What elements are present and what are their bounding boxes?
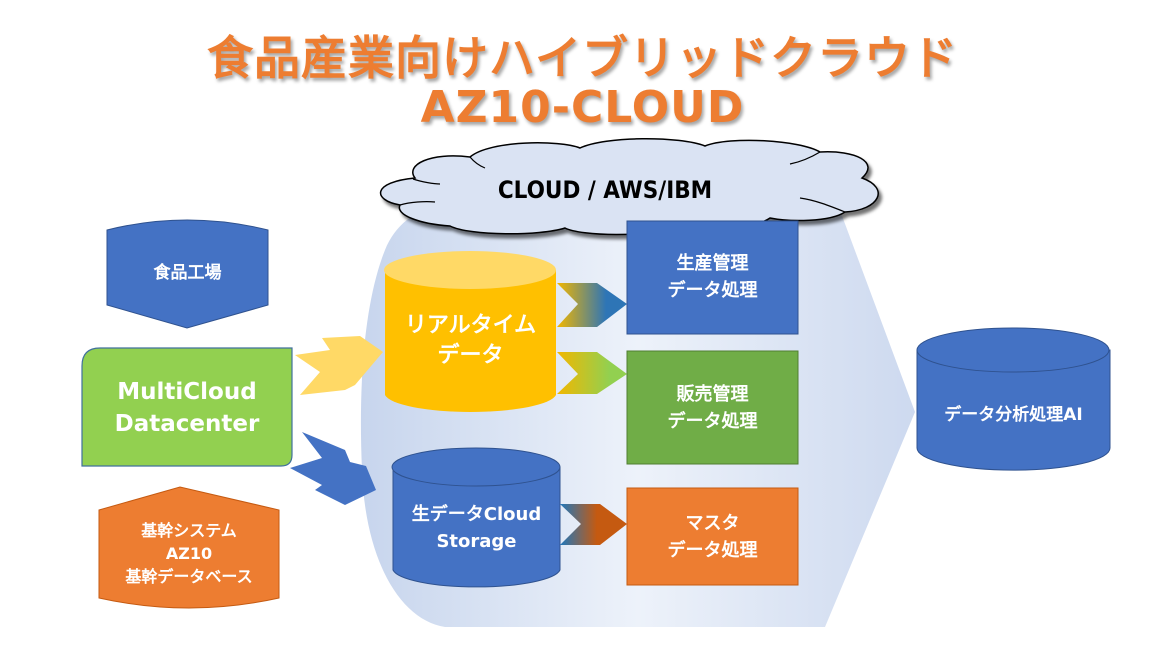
arrow-datacenter-to-realtime [295,336,383,395]
cloud-inner-curve [799,197,846,213]
analytics-ai-label: データ分析処理AI [944,404,1083,425]
factory-shape [106,219,269,329]
sales-box [626,350,799,465]
cloud-inner-curve [789,151,821,165]
arrow-datacenter-to-storage [290,432,376,505]
chevron-realtime-to-production [557,283,627,327]
raw-storage-cylinder [391,447,561,588]
analytics-ai-cylinder [916,327,1111,471]
diagram-subtitle: AZ10-CLOUD [420,82,745,133]
core-system-label: 基幹システム AZ10 基幹データベース [125,520,253,586]
sales-label: 販売管理 データ処理 [667,384,758,432]
diagram-title: 食品産業向けハイブリッドクラウド [206,31,959,85]
core-system-shape [98,486,280,609]
production-box [626,220,799,335]
raw-storage-label: 生データCloud Storage [411,504,542,552]
cloud-inner-curve [469,156,486,169]
datacenter-shape [81,347,293,467]
master-box [626,487,799,586]
cloud-shape [380,138,879,236]
datacenter-label: MultiCloud Datacenter [114,379,260,437]
realtime-label: リアルタイム データ [404,313,537,368]
chevron-realtime-to-sales [557,352,627,394]
chevron-storage-to-master [560,504,627,545]
cloud-inner-curve [399,201,436,206]
factory-label: 食品工場 [153,262,222,283]
production-label: 生産管理 データ処理 [667,253,758,301]
cloud-label: CLOUD / AWS/IBM [497,176,713,204]
realtime-cylinder [384,251,556,412]
cloud-inner-curve [412,178,441,185]
master-label: マスタ データ処理 [667,513,758,561]
